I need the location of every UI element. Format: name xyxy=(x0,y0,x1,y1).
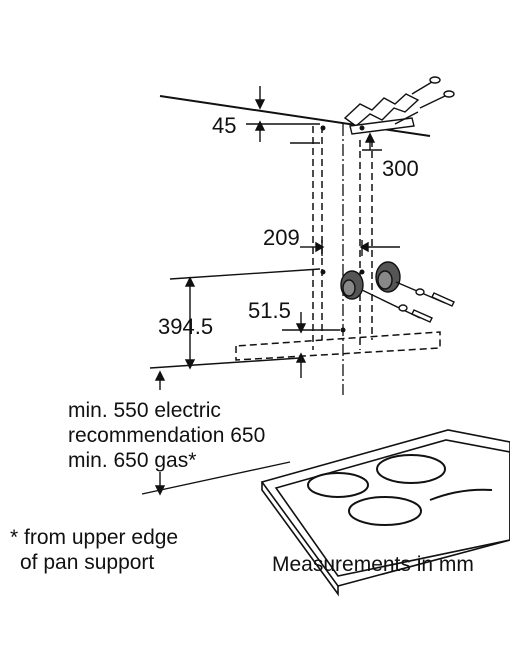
middle-screws xyxy=(361,281,455,323)
cooktop-burners xyxy=(307,454,493,526)
dim-209-label: 209 xyxy=(263,225,300,250)
footnote-line-1: * from upper edge xyxy=(10,526,179,549)
wall-plugs xyxy=(340,261,401,300)
dim-45-lines xyxy=(246,86,320,142)
hood-lower-edge-line xyxy=(149,357,301,369)
mounting-points xyxy=(320,125,365,333)
dim-51-label: 51.5 xyxy=(248,298,291,323)
dim-394-label: 394.5 xyxy=(158,314,213,339)
footnote-line-2: of pan support xyxy=(20,551,155,574)
cooktop xyxy=(260,429,510,597)
dim-209-lines xyxy=(300,240,400,256)
dim-300-lines xyxy=(290,132,382,151)
dim-300-label: 300 xyxy=(382,156,419,181)
min-electric-note: min. 550 electric xyxy=(68,399,221,422)
top-mounting-bracket xyxy=(343,93,420,135)
units-label: Measurements in mm xyxy=(272,553,474,576)
chimney-outline xyxy=(312,126,373,350)
dim-45-label: 45 xyxy=(212,113,236,138)
recommendation-note: recommendation 650 xyxy=(68,424,266,447)
min-distance-lines xyxy=(141,370,291,496)
min-gas-note: min. 650 gas* xyxy=(68,449,197,472)
hood-canopy-outline xyxy=(235,331,441,361)
top-screws xyxy=(394,76,455,125)
dim-394-lines xyxy=(169,268,321,370)
